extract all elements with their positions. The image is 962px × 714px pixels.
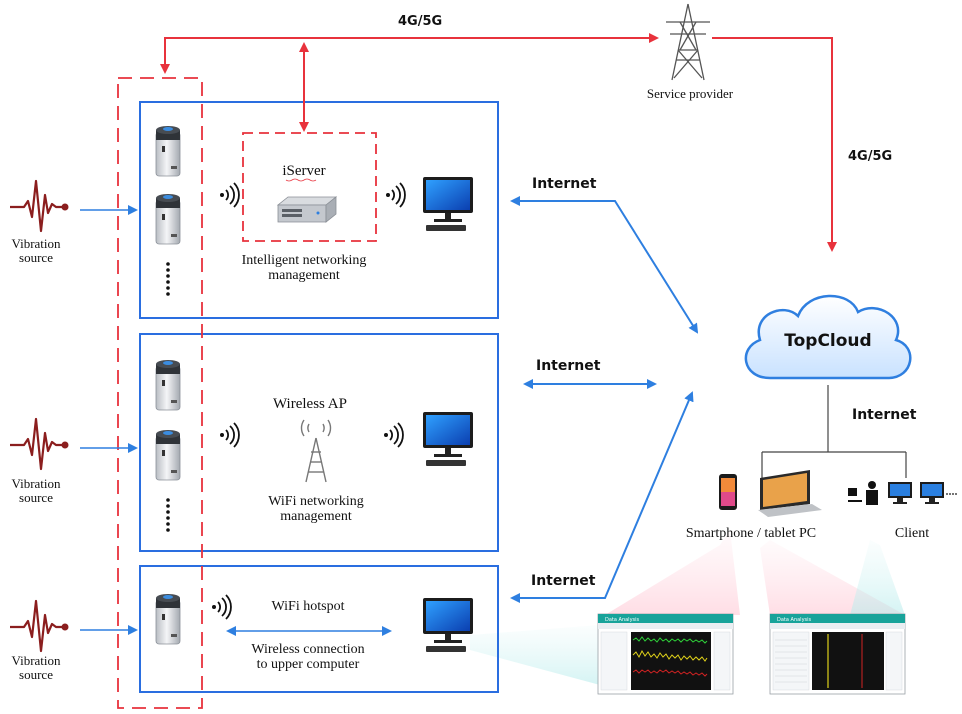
wifi-hotspot-label: WiFi hotspot bbox=[272, 599, 345, 614]
vibration-source-label: Vibration bbox=[11, 653, 61, 668]
wifi-networking-label: WiFi networking bbox=[268, 494, 363, 509]
vibration-sensor-icon bbox=[155, 125, 181, 177]
client-computer-icon bbox=[888, 482, 957, 504]
smartphone-icon bbox=[719, 474, 737, 510]
vibration-sensor-icon bbox=[155, 429, 181, 481]
topcloud-label: TopCloud bbox=[784, 331, 871, 351]
device-tree-lines bbox=[761, 385, 907, 478]
vibration-wave-icon bbox=[8, 179, 70, 233]
wireless-connection-label: Wireless connection bbox=[251, 642, 364, 657]
computer-monitor-icon bbox=[423, 412, 473, 466]
wifi-networking-box bbox=[139, 333, 499, 552]
service-provider-label: Service provider bbox=[647, 86, 734, 101]
internet-label: Internet bbox=[532, 176, 597, 192]
wireless-signal-icon bbox=[211, 594, 232, 620]
server-icon bbox=[276, 196, 338, 223]
wireless-connection-label: to upper computer bbox=[257, 657, 360, 672]
vibration-source-label: source bbox=[19, 250, 53, 265]
vibration-source-label: source bbox=[19, 490, 53, 505]
laptop-icon bbox=[758, 470, 822, 517]
vibration-sensor-icon bbox=[155, 359, 181, 411]
iserver-label: iServer bbox=[282, 163, 325, 179]
vibration-source-label: Vibration bbox=[11, 236, 61, 251]
more-dots-icon bbox=[166, 498, 170, 532]
vibration-sensor-icon bbox=[155, 593, 181, 645]
antenna-tower-icon bbox=[300, 419, 332, 483]
cloud-icon bbox=[744, 294, 912, 380]
intelligent-networking-box bbox=[139, 101, 499, 319]
vibration-wave-icon bbox=[8, 599, 70, 653]
cellular-label: 4G/5G bbox=[848, 149, 892, 164]
internet-label: Internet bbox=[852, 407, 917, 423]
smartphone-tablet-label: Smartphone / tablet PC bbox=[686, 526, 816, 541]
data-analysis-screenshot: Data Analysis bbox=[597, 613, 734, 695]
cellular-label: 4G/5G bbox=[398, 14, 442, 29]
wireless-ap-label: Wireless AP bbox=[273, 396, 347, 412]
light-rays bbox=[470, 530, 905, 685]
vibration-wave-icon bbox=[8, 417, 70, 471]
workstation-person-icon bbox=[848, 481, 878, 505]
transmission-tower-icon bbox=[666, 3, 710, 81]
vibration-sensor-icon bbox=[155, 193, 181, 245]
iserver-dashed-border bbox=[242, 132, 377, 242]
vibration-source-label: source bbox=[19, 667, 53, 682]
intelligent-networking-label: Intelligent networking bbox=[242, 253, 367, 268]
wireless-signal-icon bbox=[219, 422, 240, 448]
wifi-networking-label: management bbox=[280, 509, 352, 524]
vibration-source-label: Vibration bbox=[11, 476, 61, 491]
internet-label: Internet bbox=[536, 358, 601, 374]
cellular-links bbox=[160, 33, 837, 252]
computer-monitor-icon bbox=[423, 598, 473, 652]
internet-label: Internet bbox=[531, 573, 596, 589]
internet-links bbox=[80, 196, 699, 636]
sensor-group-dashed-border bbox=[117, 77, 203, 709]
wifi-hotspot-box bbox=[139, 565, 499, 693]
intelligent-networking-label: management bbox=[268, 268, 340, 283]
wireless-signal-icon bbox=[385, 182, 406, 208]
wireless-signal-icon bbox=[219, 182, 240, 208]
more-dots-icon bbox=[166, 262, 170, 296]
data-analysis-title: Data Analysis bbox=[777, 617, 812, 623]
data-analysis-title: Data Analysis bbox=[605, 617, 640, 623]
computer-monitor-icon bbox=[423, 177, 473, 231]
client-label: Client bbox=[895, 526, 929, 541]
data-analysis-screenshot: Data Analysis bbox=[769, 613, 906, 695]
wireless-signal-icon bbox=[383, 422, 404, 448]
